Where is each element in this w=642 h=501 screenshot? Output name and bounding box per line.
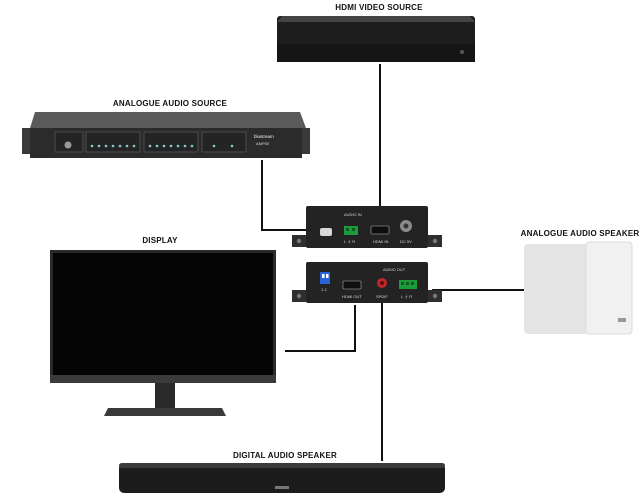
power-led-icon — [460, 50, 464, 54]
analogue-audio-speaker: ANALOGUE AUDIO SPEAKER — [521, 229, 640, 335]
hdmi-video-source: HDMI VIDEO SOURCE — [277, 3, 475, 62]
monitor-neck — [155, 383, 175, 408]
transmitter-unit: AUDIO IN L ⏚ R HDMI IN DC 5V — [292, 206, 442, 248]
rx-audio-out-label: AUDIO OUT — [383, 267, 406, 272]
cables — [261, 64, 524, 461]
screw-icon — [296, 238, 302, 244]
rx-hdmi-out-label: HDMI OUT — [342, 294, 362, 299]
rx-spdif-label: SPDIF — [376, 294, 388, 299]
analogue-audio-source: ANALOGUE AUDIO SOURCE blustream AMP50 — [22, 99, 310, 158]
tx-hdmi-in-label: HDMI IN — [373, 239, 388, 244]
usb-port-icon — [320, 228, 332, 236]
analogue-source-label: ANALOGUE AUDIO SOURCE — [113, 99, 228, 108]
digital-speaker-label: DIGITAL AUDIO SPEAKER — [233, 451, 337, 460]
receiver-unit: 1 2 HDMI OUT AUDIO OUT SPDIF L ⏚ R — [292, 262, 442, 303]
tx-audio-in-label: AUDIO IN — [344, 212, 362, 217]
display: DISPLAY — [50, 236, 276, 416]
dip-label: 1 2 — [321, 287, 327, 292]
tx-terminal-block — [344, 226, 358, 235]
cable-analogue-source-to-transmitter — [261, 160, 322, 231]
screw-icon — [296, 293, 302, 299]
tx-hdmi-port-icon — [370, 225, 390, 235]
hdmi-source-label: HDMI VIDEO SOURCE — [335, 3, 423, 12]
receiver-body — [306, 262, 428, 303]
display-label: DISPLAY — [142, 236, 178, 245]
digital-audio-speaker: DIGITAL AUDIO SPEAKER — [119, 451, 445, 493]
output-leds — [148, 144, 194, 148]
analogue-speaker-label: ANALOGUE AUDIO SPEAKER — [521, 229, 640, 238]
monitor-screen — [53, 253, 273, 375]
tx-dc-label: DC 5V — [400, 239, 412, 244]
screw-icon — [432, 238, 438, 244]
cable-receiver-to-display — [285, 305, 356, 352]
screw-icon — [432, 293, 438, 299]
speaker-logo — [618, 318, 626, 322]
rx-hdmi-port-icon — [342, 280, 362, 290]
speaker-front — [585, 241, 633, 335]
transmitter-body — [306, 206, 428, 248]
headphone-jack-icon — [64, 141, 72, 149]
rx-lr-label: L ⏚ R — [401, 293, 412, 299]
dip-switch — [320, 272, 330, 284]
soundbar-body — [119, 463, 445, 493]
soundbar-logo — [275, 486, 289, 489]
rack-brand: blustream — [254, 134, 274, 139]
monitor-stand-base — [104, 408, 226, 416]
tx-lr-label: L ⏚ R — [344, 238, 355, 244]
rack-model: AMP50 — [256, 141, 270, 146]
input-leds — [90, 144, 136, 148]
speaker-side — [524, 244, 588, 334]
